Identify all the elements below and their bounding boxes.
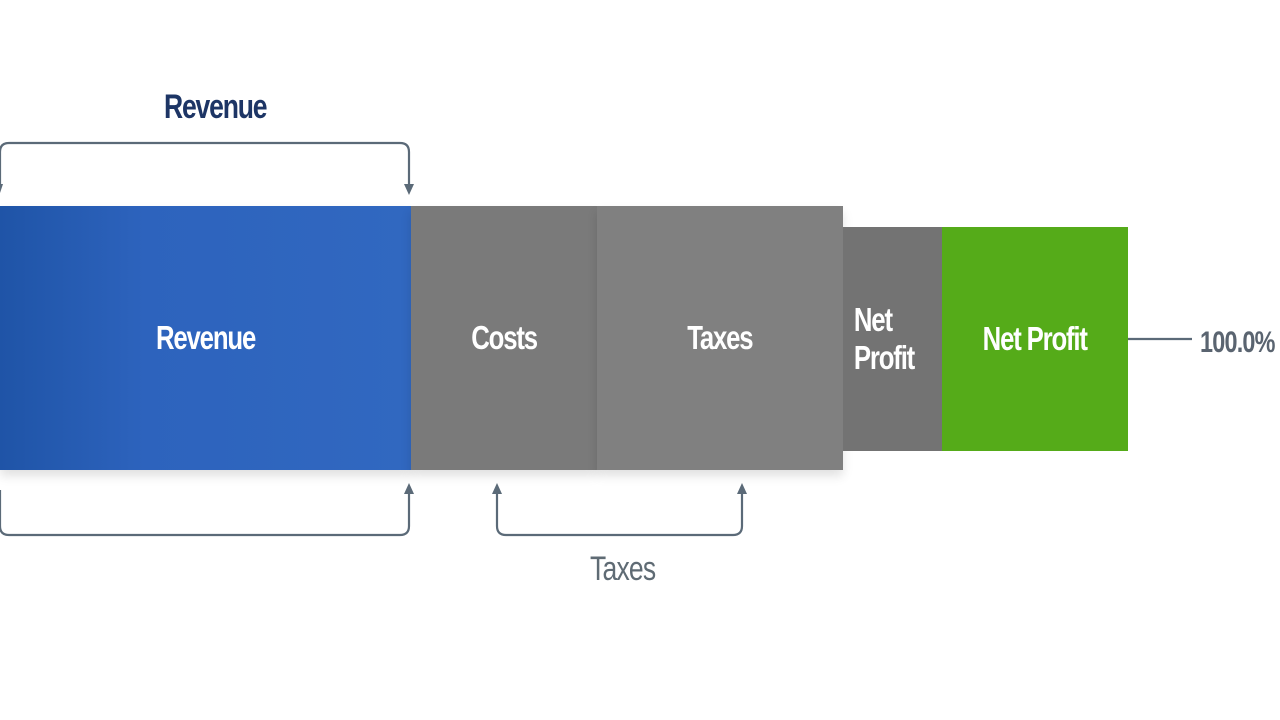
bottom-bracket-revenue: [0, 490, 411, 537]
segment-net-profit-gray-label: Net Profit: [853, 301, 915, 376]
segment-revenue: Revenue: [0, 206, 411, 470]
bottom-bracket-revenue-arrow: [404, 483, 414, 494]
segment-net-profit-green: Net Profit: [942, 227, 1128, 451]
bottom-bracket-taxes: [495, 492, 744, 537]
segment-net-profit-gray: Net Profit: [843, 227, 942, 451]
bottom-bracket-label: Taxes: [590, 550, 656, 588]
bottom-bracket-taxes-left-arrow: [492, 483, 502, 494]
end-percentage-label: 100.0%: [1200, 326, 1275, 359]
segment-revenue-label: Revenue: [155, 319, 256, 356]
segment-costs: Costs: [411, 206, 597, 470]
segment-net-profit-green-label: Net Profit: [982, 320, 1088, 357]
top-bracket-left-tick: [0, 184, 3, 193]
top-bracket-arrow: [404, 184, 414, 195]
top-bracket: [0, 141, 411, 188]
segment-taxes-label: Taxes: [687, 319, 753, 356]
segment-costs-label: Costs: [471, 319, 538, 356]
top-bracket-label: Revenue: [164, 88, 268, 126]
segment-taxes: Taxes: [597, 206, 843, 470]
bottom-bracket-taxes-right-arrow: [737, 483, 747, 494]
